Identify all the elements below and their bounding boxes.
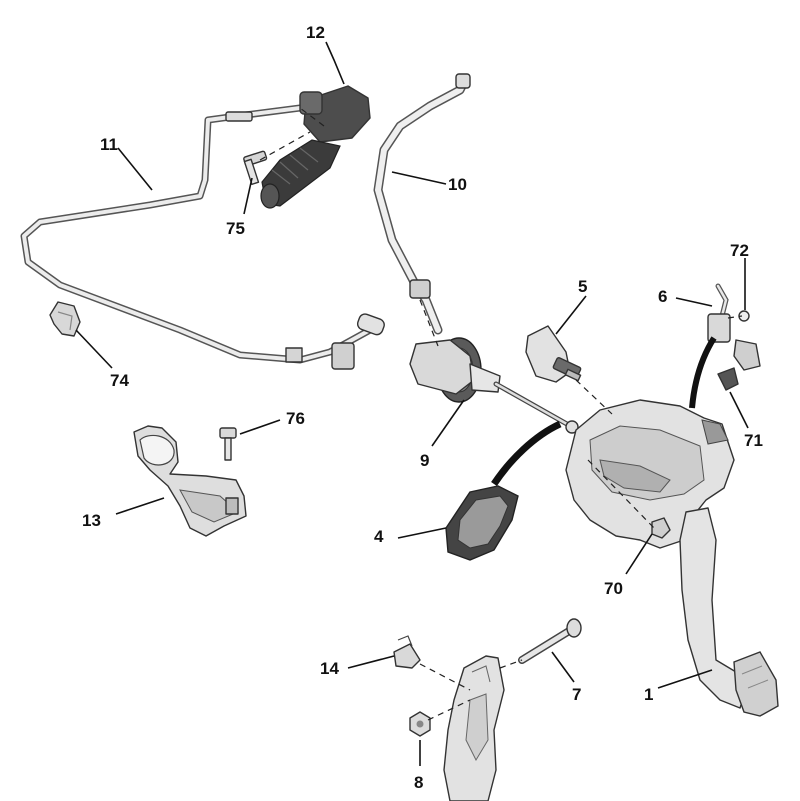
bolt-76 [219, 427, 237, 461]
screw-75 [243, 150, 268, 186]
bracket-13 [133, 425, 247, 537]
clutch-switch [525, 325, 582, 383]
clip-14 [393, 635, 421, 669]
callout-7: 7 [572, 685, 581, 704]
slave-cylinder [260, 85, 371, 209]
callout-12: 12 [306, 23, 325, 42]
callout-71: 71 [744, 431, 763, 450]
callout-5: 5 [578, 277, 587, 296]
pipe-clip-74 [49, 301, 81, 337]
callout-4: 4 [374, 527, 384, 546]
callout-6: 6 [658, 287, 667, 306]
lower-pedal-bracket [443, 655, 505, 801]
assembly-lines [259, 107, 743, 721]
callout-10: 10 [448, 175, 467, 194]
callout-11: 11 [100, 135, 118, 154]
callout-14: 14 [320, 659, 339, 678]
rubber-seal [445, 420, 562, 561]
master-cylinder [409, 337, 579, 434]
nut-8 [409, 711, 431, 737]
callout-1: 1 [644, 685, 653, 704]
callout-8: 8 [414, 773, 423, 792]
callout-76: 76 [286, 409, 305, 428]
callout-9: 9 [420, 451, 429, 470]
callout-75: 75 [226, 219, 245, 238]
callout-74: 74 [110, 371, 129, 390]
feed-hose [373, 73, 471, 335]
sensor-group [689, 283, 761, 409]
leader-lines [75, 41, 749, 766]
callout-labels: 12 11 10 75 72 6 5 74 76 71 9 13 4 70 14… [82, 23, 763, 792]
callout-70: 70 [604, 579, 623, 598]
clutch-pipe [20, 104, 385, 370]
callout-13: 13 [82, 511, 101, 530]
pivot-pin [518, 618, 582, 664]
callout-72: 72 [730, 241, 749, 260]
pedal-assembly [565, 399, 779, 717]
